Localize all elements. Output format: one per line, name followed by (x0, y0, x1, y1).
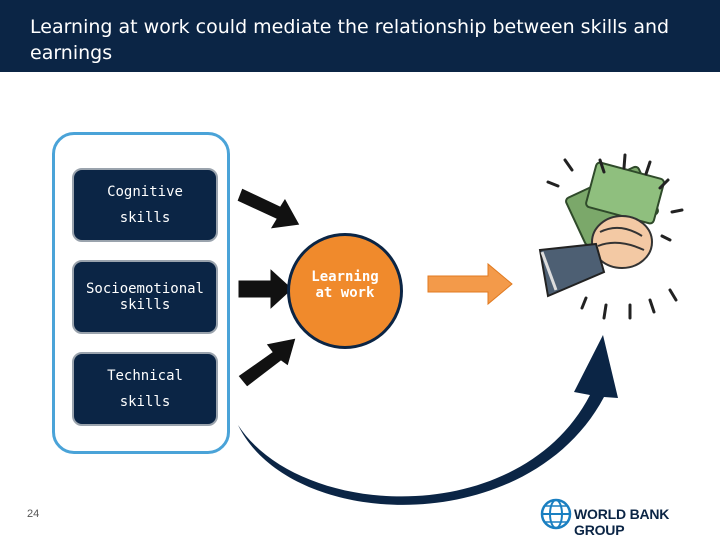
direct-curved-arrow (238, 335, 618, 505)
world-bank-logo-text: WORLD BANK GROUP (574, 506, 670, 538)
title-bar: Learning at work could mediate the relat… (0, 0, 720, 72)
globe-icon (540, 498, 572, 530)
technical-skills-box: Technical skills (72, 352, 218, 426)
cognitive-label: Cognitive (107, 184, 183, 200)
learning-at-work-circle: Learning at work (287, 233, 403, 349)
technical-skills-label: skills (119, 394, 171, 410)
page-number: 24 (27, 508, 40, 520)
skills-frame (52, 132, 230, 454)
slide-title: Learning at work could mediate the relat… (30, 16, 670, 64)
cognitive-skills-label: skills (119, 210, 171, 226)
learning-to-earnings-arrow (427, 262, 513, 306)
cognitive-skills-box: Cognitive skills (72, 168, 218, 242)
money-fist-icon (538, 153, 684, 320)
learning-label: Learning (311, 269, 379, 285)
socioemotional-label: Socioemotional (85, 281, 204, 297)
socioemotional-skills-label: skills (119, 297, 171, 313)
cognitive-arrow (236, 187, 301, 230)
socioemotional-arrow (237, 266, 294, 312)
technical-label: Technical (107, 368, 183, 384)
technical-arrow (237, 337, 297, 388)
socioemotional-skills-box: Socioemotional skills (72, 260, 218, 334)
at-work-label: at work (315, 285, 375, 301)
